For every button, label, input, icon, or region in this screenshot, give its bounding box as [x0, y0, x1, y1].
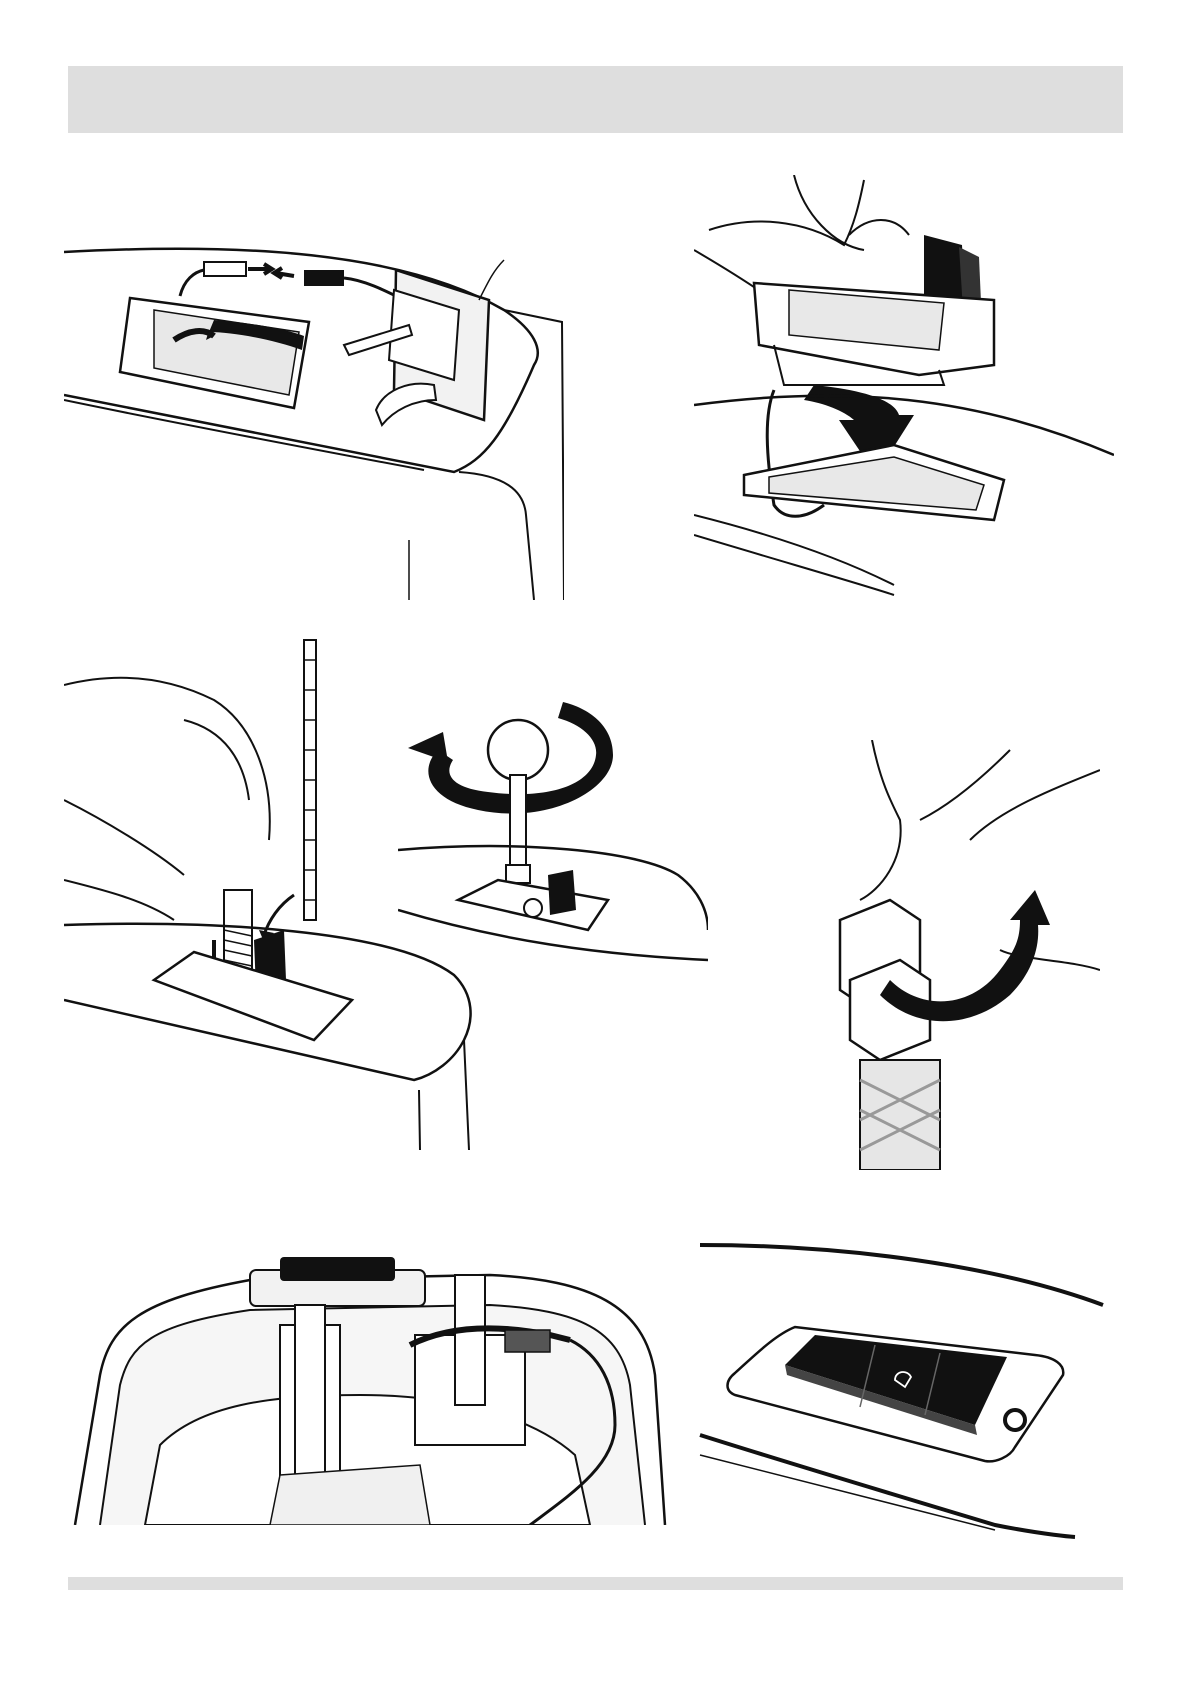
header-bar — [68, 66, 1123, 133]
footer-bar — [68, 1577, 1123, 1590]
valve-open-illustration — [820, 740, 1100, 1170]
flush-module-insert-illustration — [694, 175, 1114, 635]
key-tighten-illustration — [398, 700, 708, 1010]
flush-button-illustration — [695, 1235, 1115, 1545]
cistern-interior-illustration — [70, 1245, 670, 1525]
cable-connector-illustration — [64, 240, 564, 600]
